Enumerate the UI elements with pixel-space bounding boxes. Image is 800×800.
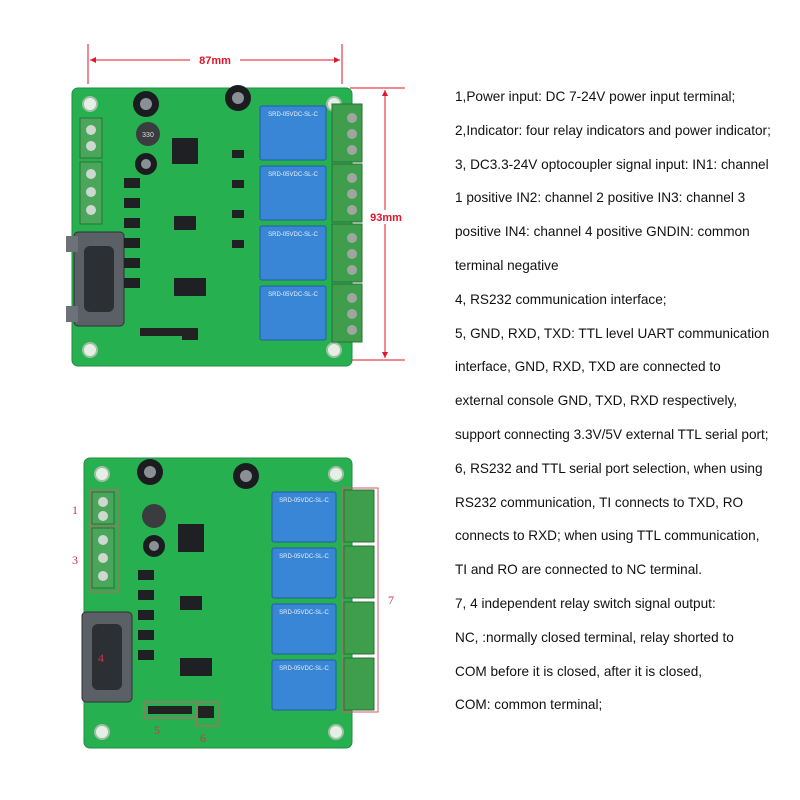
relay-label: SRD-05VDC-SL-C [268, 112, 318, 118]
height-label: 93mm [370, 212, 402, 224]
relay [271, 491, 337, 543]
relay-label: SRD-05VDC-SL-C [279, 498, 329, 504]
description-line: COM before it is closed, after it is clo… [455, 663, 703, 679]
description-line: 6, RS232 and TTL serial port selection, … [455, 460, 763, 476]
relay [259, 165, 327, 221]
description-line: TI and RO are connected to NC terminal. [455, 562, 703, 578]
callout-5-label: 5 [154, 723, 160, 737]
chips [124, 138, 244, 296]
callout-7: 7 [341, 487, 394, 713]
chips [138, 524, 212, 676]
board-photo-top: 87mm 93mm 330 [66, 44, 409, 367]
relay-label: SRD-05VDC-SL-C [279, 666, 329, 672]
uart-header [140, 328, 198, 340]
relays: SRD-05VDC-SL-C SRD-05VDC-SL-C SRD-05VDC-SL… [271, 491, 337, 711]
callout-4: 4 [98, 651, 104, 665]
callout-3: 3 [72, 525, 119, 593]
mounting-holes [94, 466, 344, 740]
description-line: 7, 4 independent relay switch signal out… [455, 595, 716, 611]
callout-1-label: 1 [72, 503, 78, 517]
output-terminal-blocks [331, 103, 363, 343]
relay [271, 659, 337, 711]
description-line: positive IN4: channel 4 positive GNDIN: … [455, 224, 750, 240]
inductor [142, 504, 166, 528]
rs232-connector [81, 611, 133, 703]
description-line: 5, GND, RXD, TXD: TTL level UART communi… [455, 325, 770, 341]
relay [259, 105, 327, 161]
description-line: support connecting 3.3V/5V external TTL … [455, 426, 769, 442]
description-line: connects to RXD; when using TTL communic… [455, 528, 760, 544]
output-terminal-blocks [343, 489, 375, 711]
width-dimension: 87mm [87, 44, 343, 84]
description-line: 3, DC3.3-24V optocoupler signal input: I… [455, 156, 769, 172]
height-dimension: 93mm [350, 87, 409, 361]
relay-label: SRD-05VDC-SL-C [268, 172, 318, 178]
relay-label: SRD-05VDC-SL-C [268, 292, 318, 298]
uart-header [148, 706, 214, 718]
relay [259, 285, 327, 341]
capacitors [137, 459, 259, 557]
relay [271, 547, 337, 599]
callout-4-label: 4 [98, 651, 104, 665]
description-line: COM: common terminal; [455, 697, 603, 713]
description-line: RS232 communication, TI connects to TXD,… [455, 494, 744, 510]
input-terminal-blocks [79, 117, 103, 225]
callout-7-label: 7 [388, 593, 394, 607]
board-photo-annotated: SRD-05VDC-SL-C SRD-05VDC-SL-C SRD-05VDC-SL… [72, 457, 394, 749]
description-line: 4, RS232 communication interface; [455, 291, 667, 307]
capacitors [133, 85, 251, 175]
inductor: 330 [136, 122, 160, 146]
relay-label: SRD-05VDC-SL-C [268, 232, 318, 238]
callout-3-label: 3 [72, 553, 78, 567]
description-line: terminal negative [455, 257, 559, 273]
relay [259, 225, 327, 281]
input-terminal-blocks [91, 491, 115, 589]
inductor-label: 330 [142, 132, 154, 139]
feature-description: 1,Power input: DC 7-24V power input term… [455, 80, 790, 722]
description-line: 2,Indicator: four relay indicators and p… [455, 122, 771, 138]
description-line: external console GND, TXD, RXD respectiv… [455, 393, 738, 409]
callout-6-label: 6 [200, 731, 206, 745]
relays: SRD-05VDC-SL-C SRD-05VDC-SL-C SRD-05VDC-SL… [259, 105, 327, 341]
relay-label: SRD-05VDC-SL-C [279, 610, 329, 616]
description-line: interface, GND, RXD, TXD are connected t… [455, 359, 721, 375]
width-label: 87mm [199, 55, 231, 67]
rs232-connector [66, 231, 125, 327]
relay [271, 603, 337, 655]
description-line: NC, :normally closed terminal, relay sho… [455, 629, 734, 645]
description-line: 1 positive IN2: channel 2 positive IN3: … [455, 190, 746, 206]
callout-6: 6 [195, 701, 219, 745]
relay-label: SRD-05VDC-SL-C [279, 554, 329, 560]
description-line: 1,Power input: DC 7-24V power input term… [455, 89, 736, 104]
